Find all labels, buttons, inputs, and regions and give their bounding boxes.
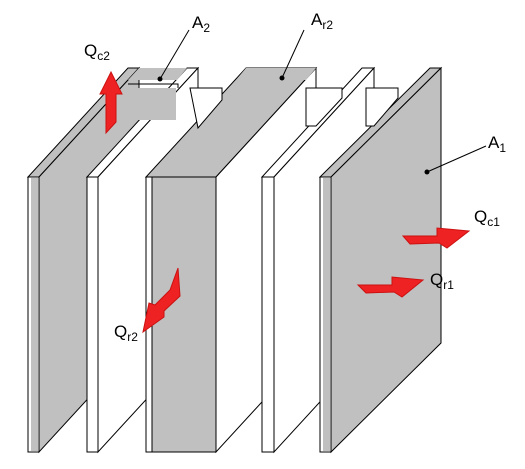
label-qc1-main: Q <box>474 207 487 226</box>
label-a2-sub: 2 <box>203 21 210 35</box>
label-a2-main: A <box>192 13 204 32</box>
leader-ar2 <box>281 29 305 79</box>
label-qr2-sub: r2 <box>127 330 138 344</box>
label-qc2: Qc2 <box>84 41 110 63</box>
label-ar2: Ar2 <box>311 10 333 32</box>
leader-ar2-dot <box>279 75 285 81</box>
opening-right <box>365 87 399 127</box>
leader-a2-dot <box>157 76 163 82</box>
label-qc2-sub: c2 <box>97 49 110 63</box>
leader-a1-dot <box>424 169 430 175</box>
label-a1-sub: 1 <box>499 141 506 155</box>
channel-a2-face <box>108 88 176 120</box>
panel-2-front <box>86 176 99 453</box>
arrow-qc2 <box>99 70 123 135</box>
channel-a2-top <box>128 68 187 80</box>
label-qc1: Qc1 <box>474 207 500 229</box>
leader-a2 <box>159 29 190 80</box>
label-qr1-sub: r1 <box>443 278 454 292</box>
label-ar2-main: A <box>311 10 323 29</box>
channel-a2-edge <box>128 83 179 88</box>
label-qr2: Qr2 <box>114 322 138 344</box>
label-qr1-main: Q <box>430 270 443 289</box>
channel-ar2-top <box>236 68 316 80</box>
panel-5 <box>318 66 443 454</box>
label-a1: A1 <box>488 133 506 155</box>
opening-middle <box>305 87 343 127</box>
label-a2: A2 <box>192 13 210 35</box>
panel-4-front <box>261 176 275 453</box>
label-qr1: Qr1 <box>430 270 454 292</box>
label-a1-main: A <box>488 133 500 152</box>
arrow-qr2 <box>142 267 181 334</box>
arrow-qr1 <box>356 276 425 298</box>
arrow-qc1 <box>401 227 471 249</box>
leader-a1 <box>426 145 487 173</box>
label-ar2-sub: r2 <box>322 18 333 32</box>
opening-left <box>189 87 223 130</box>
panel-5-front-shade <box>323 178 330 451</box>
panel-1-front-shade <box>31 178 38 451</box>
label-qc1-sub: c1 <box>487 215 500 229</box>
label-qr2-main: Q <box>114 322 127 341</box>
label-qc2-main: Q <box>84 41 97 60</box>
